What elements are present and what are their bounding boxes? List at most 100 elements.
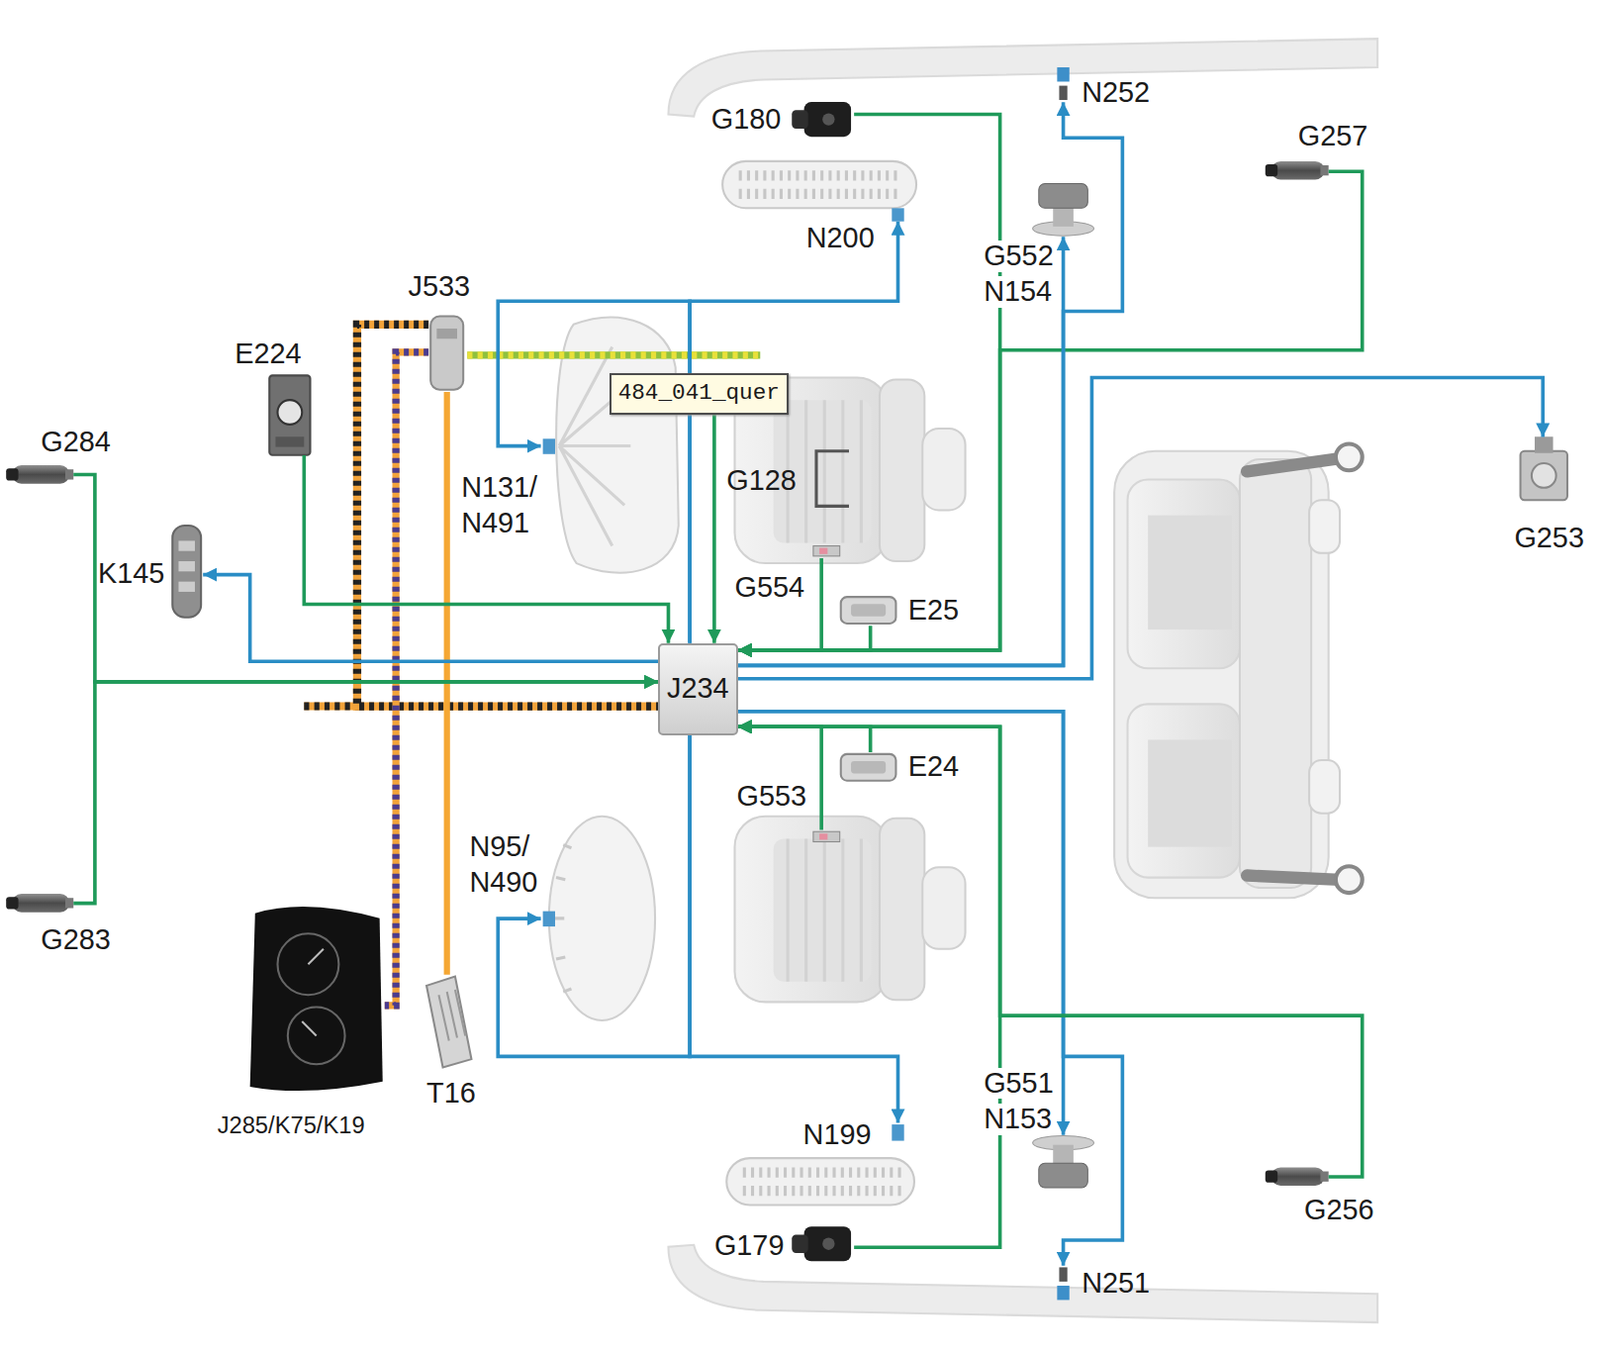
rear-bench [1147,515,1232,630]
part-code: E24 [908,751,959,783]
signal-wire-line [738,726,871,753]
igniter-connector [1056,1285,1069,1300]
part-code: J285/K75/K19 [217,1112,366,1138]
curtain-airbag [722,161,917,1206]
signal-wire-line [738,711,1064,1135]
signal-wire [73,474,659,682]
rear-bench [1147,739,1232,847]
signal-wire-line [73,681,659,904]
gateway-unit: J533 [428,314,468,392]
warning-lamp [172,525,201,618]
belt-switch: G552N154 [1031,180,1099,238]
signal-wire-line [738,171,1363,651]
pressure-sensor [791,109,809,129]
airbag-control-unit: J234 [658,643,738,736]
part-code: N154 [981,276,1054,308]
driver-airbag [543,816,656,1021]
curtain-airbag [726,1157,915,1205]
seat-position-sensor [813,546,841,557]
pressure-sensor [804,1225,851,1261]
instrument-cluster [301,948,324,1036]
vehicle-outline [667,38,1378,1322]
belt-switch [1038,1162,1089,1188]
part-code: N153 [981,1103,1054,1135]
part-code: N131/ N491 [461,469,538,541]
warning-lamp [178,581,195,592]
part-code: G283 [40,924,111,956]
signal-wire [714,379,734,644]
crash-sensor [5,161,1329,1186]
seat-position-sensor [813,831,841,842]
rear-bench [1309,759,1340,814]
signal-wire [689,735,898,1124]
belt-switch: G551N153 [1033,1134,1097,1193]
passenger-seat [787,399,861,543]
signal-wire-line [689,735,898,1124]
rear-bench [1246,875,1335,880]
passenger-seat [922,428,965,510]
seat-position-sensor [819,833,828,840]
rear-bench [1309,499,1340,554]
diagnostic-connector: T16 [423,974,473,1067]
rear-bench [1128,479,1240,669]
signal-wire [202,574,659,662]
crash-sensor: G257 [1265,153,1329,187]
part-code: J533 [408,271,471,303]
part-code: G553 [737,780,808,813]
rear-bench [1335,865,1363,893]
crash-sensor [65,897,74,908]
signal-wire [738,171,1363,651]
data-bus [384,352,429,1006]
buckle-switch: E24 [839,752,899,783]
igniter-connector [1058,1266,1067,1281]
crash-sensor [11,465,70,484]
diagnostic-connector [438,989,466,1041]
warning-lamp [178,540,195,551]
instrument-cluster [250,906,383,1091]
part-code: G554 [735,571,806,604]
rear-bench [1335,443,1363,471]
data-bus [467,351,760,359]
crash-sensor: G283 [5,889,74,917]
driver-airbag: N95/ N490 [541,816,657,1021]
pressure-sensor: G179 [790,1224,854,1266]
igniter-connector: N252 [1054,67,1072,102]
part-code: G179 [714,1229,785,1262]
pressure-sensor: G180 [790,99,854,141]
belt-tensioner [1520,451,1568,500]
instrument-cluster [250,906,383,1091]
ignition-switch [269,375,310,455]
diagnostic-connector [426,976,471,1068]
crash-sensor [5,468,18,480]
ignition-switch [269,375,310,455]
signal-wire [738,726,871,753]
data-bus [303,701,360,710]
igniter-connector [1058,86,1067,100]
driver-seat [787,838,861,981]
part-code: G257 [1298,120,1369,153]
curtain-airbag [722,161,917,208]
seat-position-sensor: G554 [813,544,841,559]
curtain-airbag [891,207,904,221]
figure-tag-text: 484_041_quer [618,377,780,410]
gateway-unit [430,316,464,390]
ignition-switch [275,436,304,447]
crash-sensor [65,469,74,479]
seat-position-sensor [813,546,841,843]
seat-occupancy-sensor: G128 [732,372,954,566]
warning-lamp: K145 [170,525,203,618]
part-code: G128 [726,465,797,497]
part-code: E224 [234,338,301,371]
diagnostic-connector [426,976,471,1068]
crash-sensor [1319,1171,1328,1182]
driver-airbag [543,911,556,927]
signal-wire-line [689,221,898,644]
signal-wire-line [738,726,1363,1177]
crash-sensor [1271,1166,1325,1186]
rear-bench [1239,459,1312,888]
signal-wire-line [202,574,659,662]
driver-airbag [549,816,656,1021]
passenger-airbag: N131/ N491 [541,316,679,577]
signal-wire [738,726,823,830]
rear-bench [1246,459,1335,471]
